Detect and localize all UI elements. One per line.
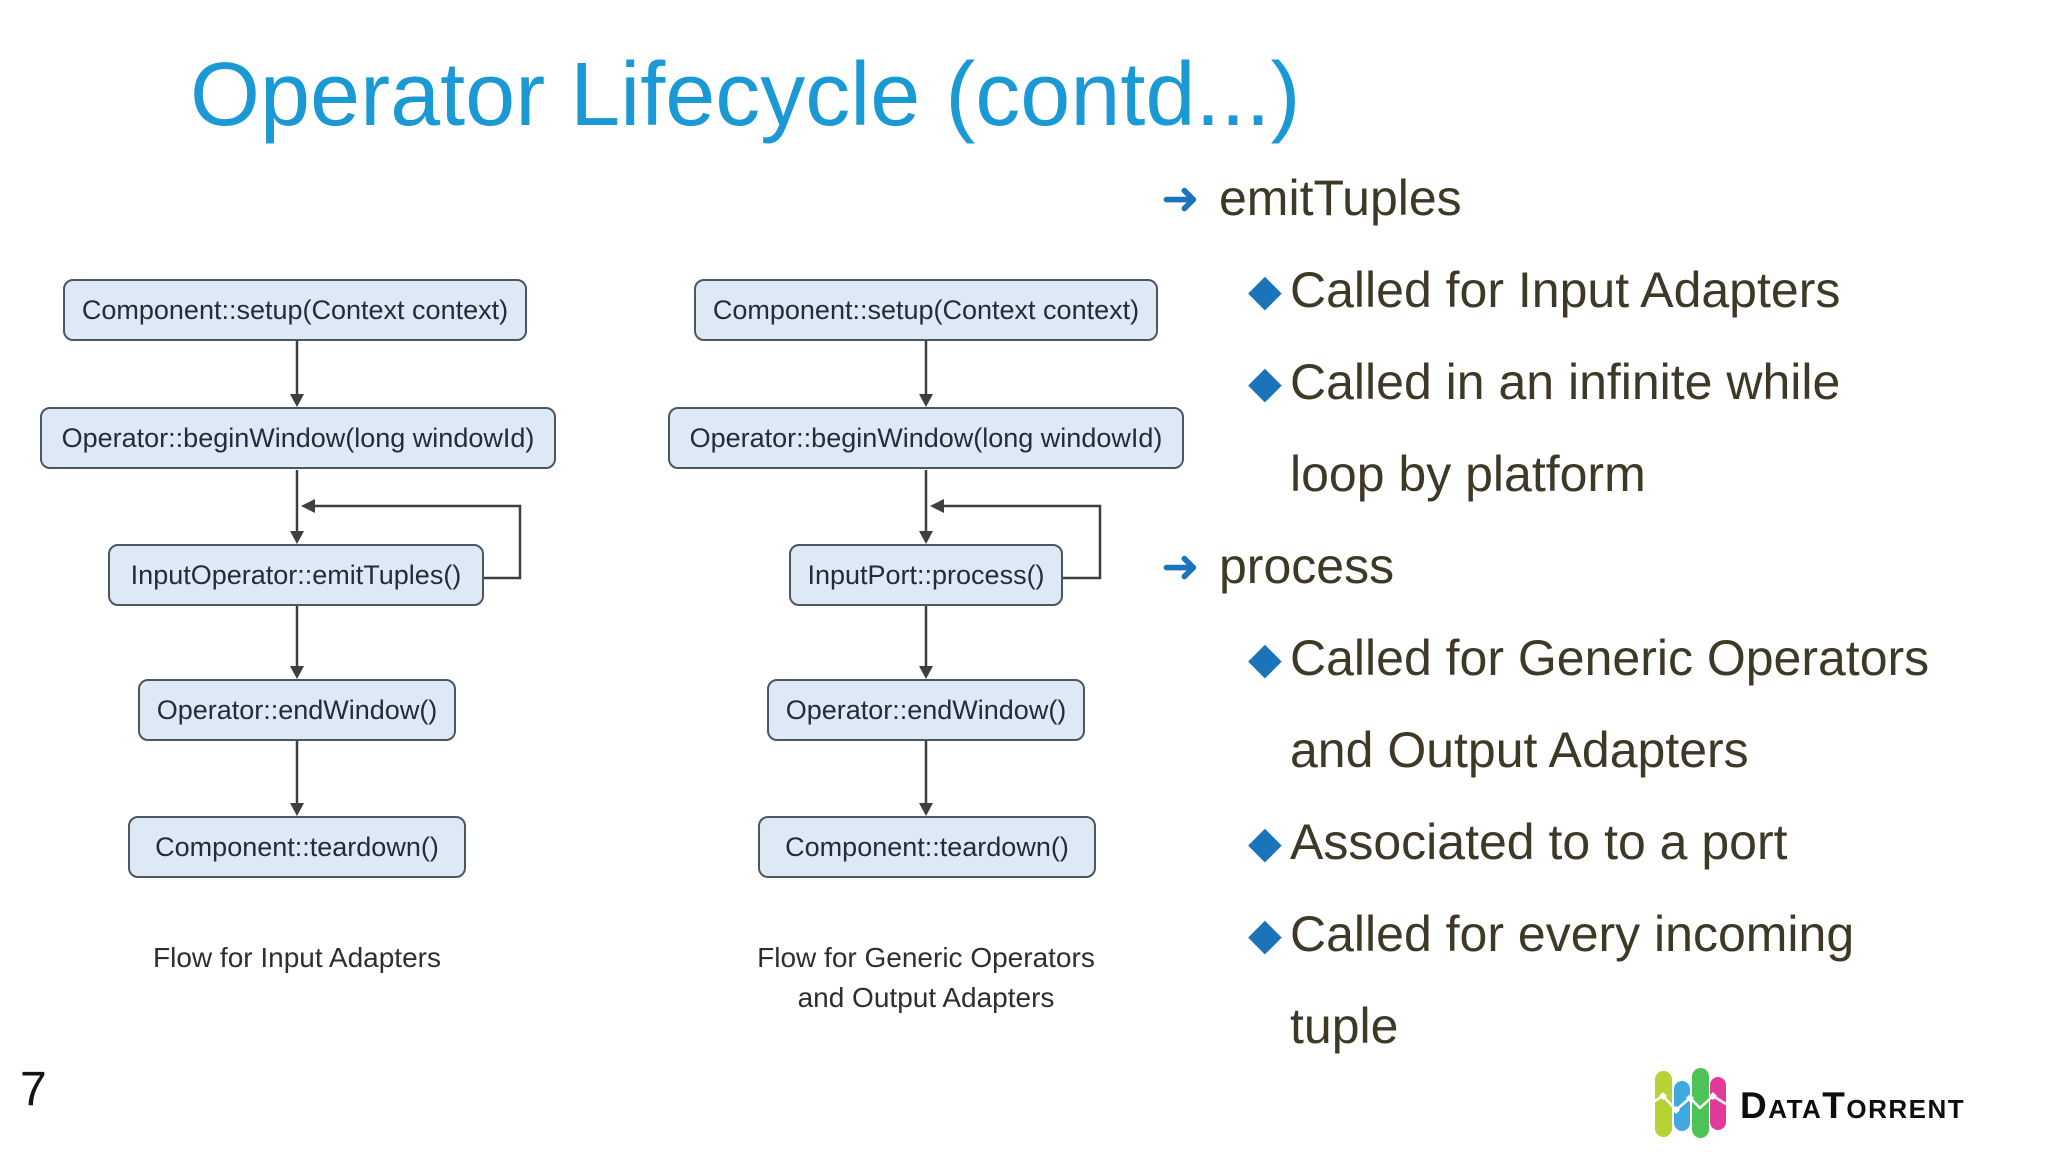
flow-caption-line: Flow for Input Adapters [153, 942, 441, 973]
flow-box: Component::teardown() [758, 816, 1096, 878]
bullet-item: ◆ Called for Generic Operators [1155, 612, 2045, 704]
flow-box: Operator::endWindow() [138, 679, 456, 741]
bullet-item: ◆ Called for every incoming [1155, 888, 2045, 980]
arrow-bullet-icon: ➜ [1161, 540, 1200, 592]
flow-caption-line: Flow for Generic Operators [757, 942, 1095, 973]
bullet-text: Called for Generic Operators [1290, 630, 1930, 686]
diamond-bullet-icon: ◆ [1248, 909, 1282, 959]
bullet-text: Associated to to a port [1290, 814, 1788, 870]
slide-title: Operator Lifecycle (contd...) [190, 45, 1301, 145]
bullet-text: loop by platform [1290, 446, 1646, 502]
bullet-item: ◆ Called for Input Adapters [1155, 244, 2045, 336]
bullet-item-continuation: and Output Adapters [1155, 704, 2045, 796]
flow-box: Component::setup(Context context) [63, 279, 527, 341]
diamond-bullet-icon: ◆ [1248, 817, 1282, 867]
middle-flow-lines [924, 341, 1102, 809]
bullet-item: ➜ emitTuples [1155, 152, 2045, 244]
logo-zigzag-nodes [1659, 1092, 1717, 1114]
left-flow-lines [295, 341, 522, 809]
flow-caption-line: and Output Adapters [797, 982, 1055, 1013]
flow-box: InputOperator::emitTuples() [108, 544, 484, 606]
bullet-item: ◆ Called in an infinite while [1155, 336, 2045, 428]
flow-box: Operator::beginWindow(long windowId) [40, 407, 556, 469]
page-number: 7 [20, 1063, 47, 1116]
bullet-text: process [1219, 538, 1395, 594]
datatorrent-logo-icon [1650, 1068, 1727, 1138]
diamond-bullet-icon: ◆ [1248, 357, 1282, 407]
diamond-bullet-icon: ◆ [1248, 265, 1282, 315]
flow-box: InputPort::process() [789, 544, 1063, 606]
bullet-text: tuple [1290, 998, 1399, 1054]
arrow-bullet-icon: ➜ [1161, 172, 1200, 224]
datatorrent-wordmark: DataTorrent [1740, 1085, 1966, 1126]
flow-box: Operator::endWindow() [767, 679, 1085, 741]
bullet-text: Called in an infinite while [1290, 354, 1841, 410]
flow-box: Component::teardown() [128, 816, 466, 878]
flow-box: Component::setup(Context context) [694, 279, 1158, 341]
diamond-bullet-icon: ◆ [1248, 633, 1282, 683]
bullet-text: Called for Input Adapters [1290, 262, 1841, 318]
flow-caption: Flow for Generic Operators and Output Ad… [694, 938, 1158, 1018]
bullet-list: ➜ emitTuples ◆ Called for Input Adapters… [1155, 152, 2045, 1072]
flow-caption: Flow for Input Adapters [63, 938, 531, 978]
middle-flow-arrowheads [919, 394, 944, 816]
bullet-item: ◆ Associated to to a port [1155, 796, 2045, 888]
left-flow-arrowheads [290, 394, 315, 816]
bullet-item-continuation: tuple [1155, 980, 2045, 1072]
bullet-text: and Output Adapters [1290, 722, 1749, 778]
bullet-text: Called for every incoming [1290, 906, 1855, 962]
datatorrent-logo: DataTorrent [1650, 1062, 1965, 1150]
bullet-item: ➜ process [1155, 520, 2045, 612]
flow-box: Operator::beginWindow(long windowId) [668, 407, 1184, 469]
bullet-item-continuation: loop by platform [1155, 428, 2045, 520]
bullet-text: emitTuples [1219, 170, 1462, 226]
